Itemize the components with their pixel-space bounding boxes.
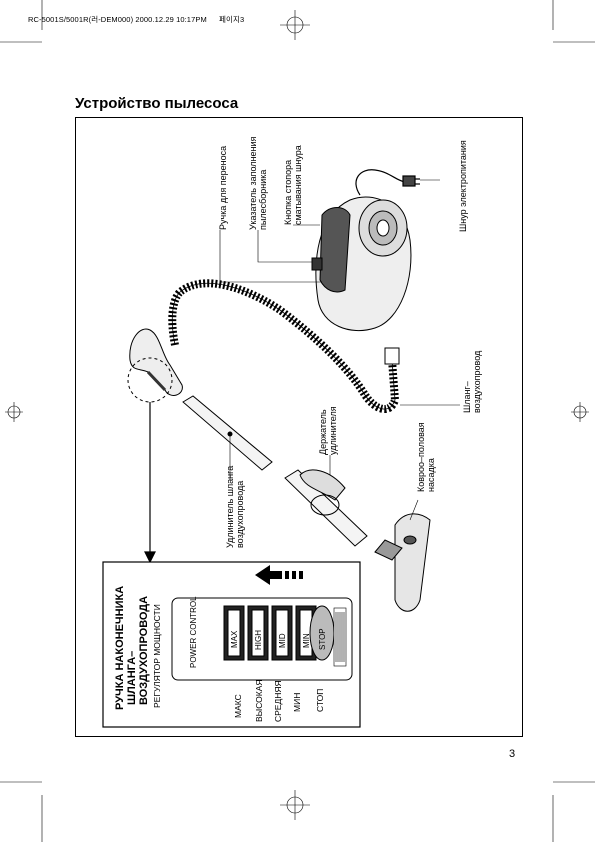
setting-keys — [223, 605, 335, 661]
label-power-cord: Шнур электропитания — [458, 140, 468, 232]
panel-title-1: РУЧКА НАКОНЕЧНИКА — [114, 586, 126, 710]
diagram-frame — [75, 117, 523, 737]
control-panel: РУЧКА НАКОНЕЧНИКА ШЛАНГА– ВОЗДУХОПРОВОДА… — [102, 561, 361, 728]
label-hose-1: Шланг– — [462, 381, 472, 413]
direction-arrow — [255, 565, 303, 585]
callout-arrow — [144, 402, 156, 564]
label-nozzle-1: Ковроо–половая — [416, 422, 426, 492]
label-extension-2: воздухопровода — [235, 481, 245, 548]
label-handle: Ручка для переноса — [218, 146, 228, 230]
file-info: RC-5001S/5001R(러-DEM000) 2000.12.29 10:1… — [28, 15, 207, 24]
power-cord — [355, 169, 420, 196]
extension-tube — [182, 395, 273, 480]
hose-handle — [127, 328, 183, 403]
page-number: 3 — [509, 748, 516, 760]
vertical-labels: Ручка для переноса Указатель заполнения … — [218, 137, 482, 548]
label-cord-button-2: сматывания шнура — [293, 145, 303, 225]
leader-lines — [219, 179, 460, 406]
print-header: RC-5001S/5001R(러-DEM000) 2000.12.29 10:1… — [28, 14, 244, 25]
tube-holder — [284, 455, 368, 547]
key-stop: STOP — [318, 628, 327, 650]
key-min: MIN — [302, 633, 311, 648]
label-mid: СРЕДНЯЯ — [273, 680, 283, 722]
label-fill-indicator-1: Указатель заполнения — [248, 137, 258, 230]
page-marker: 페이지3 — [218, 15, 245, 24]
panel-subtitle: РЕГУЛЯТОР МОЩНОСТИ — [152, 604, 162, 708]
floor-nozzle — [374, 499, 431, 612]
label-hose-2: воздухопровод — [472, 350, 482, 413]
vacuum-body — [311, 196, 412, 332]
panel-title-2: ШЛАНГА– — [126, 651, 138, 705]
label-holder-2: удлинителя — [328, 406, 338, 455]
label-holder-1: Держатель — [318, 409, 328, 455]
label-min: МИН — [292, 693, 302, 712]
page-title: Устройство пылесоса — [75, 95, 239, 112]
label-fill-indicator-2: пылесборника — [258, 170, 268, 230]
label-extension-1: Удлинитель шланга — [225, 466, 235, 548]
key-mid: MID — [278, 633, 287, 648]
panel-title-3: ВОЗДУХОПРОВОДА — [138, 596, 150, 705]
setting-labels: МАКС ВЫСОКАЯ СРЕДНЯЯ МИН СТОП — [233, 679, 325, 722]
power-control-label: POWER CONTROL — [189, 596, 198, 668]
label-nozzle-2: насадка — [426, 458, 436, 492]
grille — [333, 607, 347, 667]
setting-key-labels: MAX HIGH MID MIN STOP — [230, 628, 327, 650]
label-max: МАКС — [233, 694, 243, 718]
key-high: HIGH — [254, 630, 263, 650]
label-stop: СТОП — [315, 689, 325, 712]
key-max: MAX — [230, 630, 239, 648]
hose — [168, 279, 400, 413]
label-cord-button-1: Кнопка стопора — [283, 160, 293, 225]
label-high: ВЫСОКАЯ — [254, 679, 264, 722]
